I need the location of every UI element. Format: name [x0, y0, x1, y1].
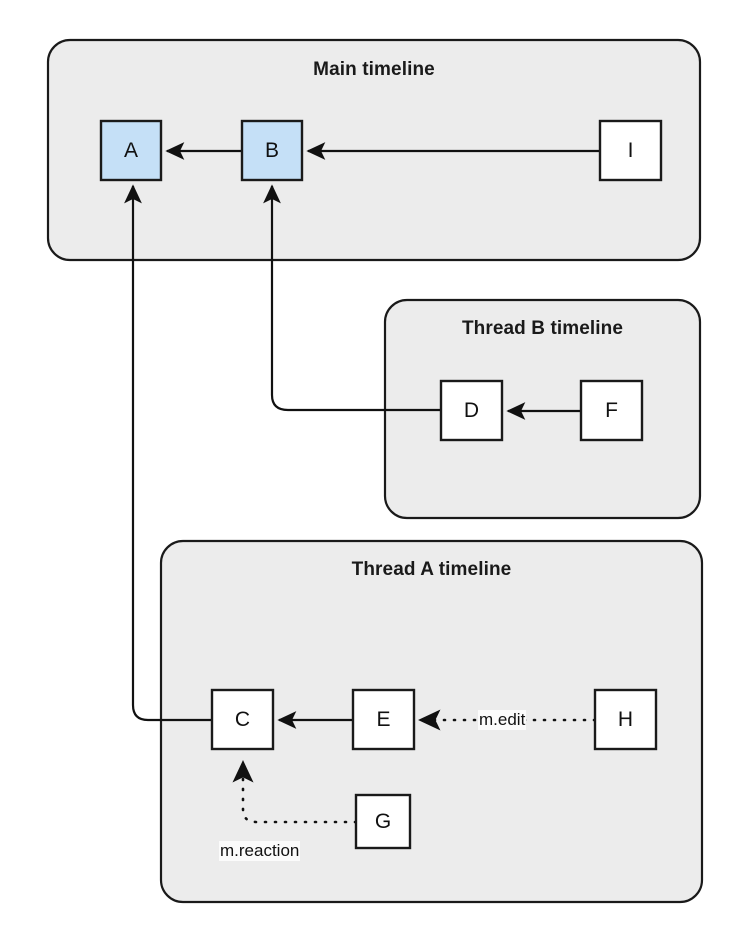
node-box-h[interactable]: [593, 688, 658, 751]
container-title-thread-b-timeline: Thread B timeline: [461, 318, 624, 339]
node-box-i[interactable]: [598, 119, 663, 182]
node-label-a: A: [123, 138, 138, 162]
node-box-b[interactable]: [240, 119, 304, 182]
node-box-d[interactable]: [439, 379, 504, 442]
node-box-a[interactable]: [99, 119, 163, 182]
container-title-thread-a-timeline: Thread A timeline: [351, 559, 512, 580]
edge-d-to-b: [263, 184, 441, 412]
node-box-c[interactable]: [210, 688, 275, 751]
edge-c-to-a: [124, 184, 212, 722]
node-label-d: D: [463, 398, 480, 422]
node-label-g: G: [374, 809, 392, 833]
node-label-h: H: [617, 707, 634, 731]
node-box-g[interactable]: [354, 793, 412, 850]
container-title-main-timeline: Main timeline: [313, 59, 435, 80]
node-box-e[interactable]: [351, 688, 416, 751]
node-label-f: F: [605, 398, 618, 422]
node-box-f[interactable]: [579, 379, 644, 442]
edge-label-m-edit: m.edit: [478, 710, 527, 730]
node-label-b: B: [264, 138, 279, 162]
node-label-i: I: [627, 138, 634, 162]
node-label-e: E: [376, 707, 391, 731]
node-label-c: C: [234, 707, 251, 731]
edge-g-to-c-m-reaction: [232, 760, 358, 824]
edge-label-m-reaction: m.reaction: [219, 841, 301, 861]
